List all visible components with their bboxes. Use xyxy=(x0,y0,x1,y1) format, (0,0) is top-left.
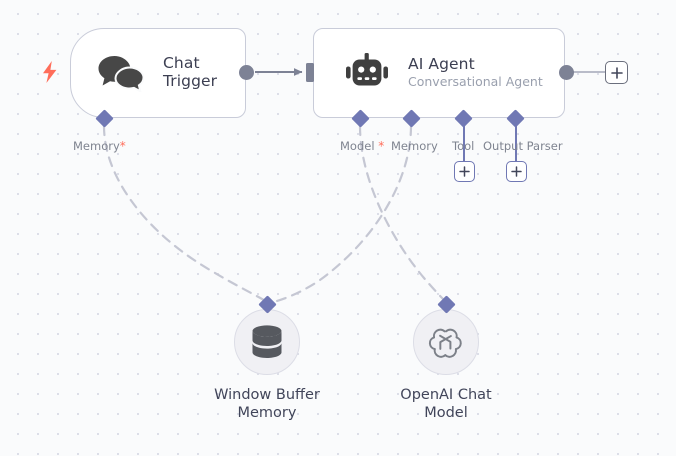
port-label-text: Model xyxy=(340,139,375,153)
ai-agent-input-connector[interactable] xyxy=(306,63,314,82)
chat-trigger-port-memory-label: Memory* xyxy=(73,139,126,153)
node-chat-trigger-text: Chat Trigger xyxy=(163,54,237,91)
subnode-window-buffer-memory-label: Window Buffer Memory xyxy=(214,387,320,422)
node-chat-trigger-title: Chat Trigger xyxy=(163,54,218,90)
add-output-parser-button[interactable] xyxy=(506,161,527,182)
node-ai-agent-title: AI Agent xyxy=(408,55,475,74)
subnode-window-buffer-memory[interactable]: Window Buffer Memory xyxy=(207,309,327,422)
ai-agent-port-model-label: Model * xyxy=(340,139,384,153)
subnode-openai-chat-model[interactable]: OpenAI Chat Model xyxy=(386,309,506,422)
required-indicator: * xyxy=(119,139,126,153)
ai-agent-port-memory-label: Memory xyxy=(391,139,438,153)
node-ai-agent[interactable]: AI Agent Conversational Agent xyxy=(313,28,565,118)
subnode-window-buffer-memory-circle[interactable] xyxy=(234,309,300,375)
ai-agent-output-connector[interactable] xyxy=(559,65,574,80)
ai-agent-port-output-parser-label: Output Parser xyxy=(483,139,563,153)
lightning-bolt-icon xyxy=(41,61,59,83)
subnode-openai-chat-model-label: OpenAI Chat Model xyxy=(400,387,492,422)
node-ai-agent-text: AI Agent Conversational Agent xyxy=(408,55,543,90)
openai-logo-icon xyxy=(428,328,462,358)
chat-bubbles-icon xyxy=(95,47,147,99)
chat-trigger-output-connector[interactable] xyxy=(239,65,254,80)
subnode-openai-chat-model-circle[interactable] xyxy=(413,309,479,375)
required-indicator: * xyxy=(378,139,385,153)
node-ai-agent-subtitle: Conversational Agent xyxy=(408,74,543,90)
port-label-text: Memory xyxy=(73,139,120,153)
database-icon xyxy=(252,325,282,358)
add-next-node-button[interactable] xyxy=(605,61,628,84)
ai-agent-port-tool-label: Tool xyxy=(452,139,475,153)
node-chat-trigger[interactable]: Chat Trigger xyxy=(70,28,246,118)
add-tool-button[interactable] xyxy=(454,161,475,182)
robot-icon xyxy=(344,50,390,96)
